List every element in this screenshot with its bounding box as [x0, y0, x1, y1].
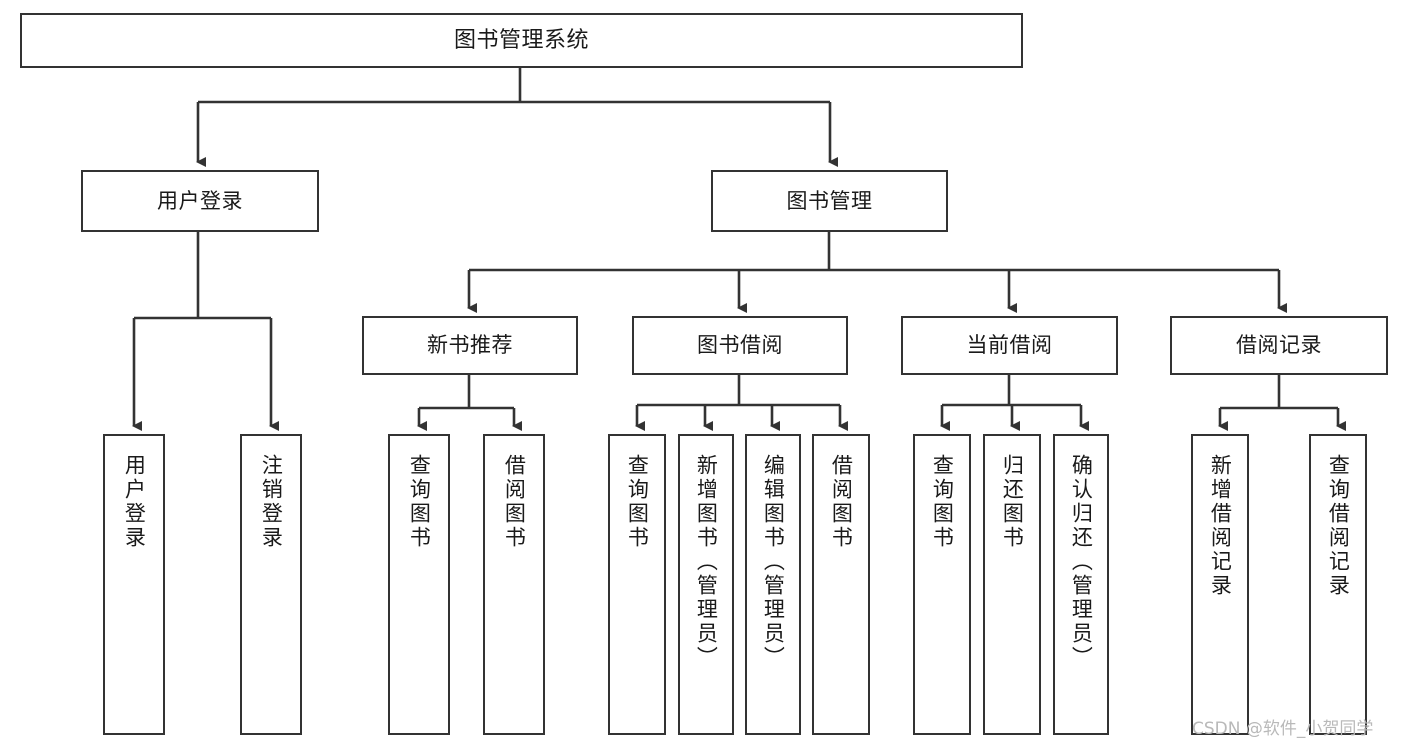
node-label: 查询图书 — [625, 454, 650, 550]
node-label: 查询图书 — [407, 454, 432, 550]
node-label: 当前借阅 — [966, 333, 1053, 358]
leaf-logout[interactable]: 注销登录 — [240, 434, 302, 735]
leaf-add-book-admin[interactable]: 新增图书（管理员） — [678, 434, 734, 735]
node-label: 用户登录 — [122, 454, 147, 550]
csdn-watermark: CSDN @软件_小贺同学 — [1192, 719, 1374, 739]
leaf-query-book-recommend[interactable]: 查询图书 — [388, 434, 450, 735]
leaf-edit-book-admin[interactable]: 编辑图书（管理员） — [745, 434, 801, 735]
node-label: 借阅图书 — [829, 454, 854, 550]
node-label: 图书管理系统 — [453, 27, 589, 53]
leaf-borrow-book-recommend[interactable]: 借阅图书 — [483, 434, 545, 735]
node-label: 注销登录 — [259, 454, 284, 550]
node-label: 新书推荐 — [427, 333, 513, 358]
node-new-book-recommend[interactable]: 新书推荐 — [362, 316, 578, 375]
node-current-borrow[interactable]: 当前借阅 — [901, 316, 1118, 375]
leaf-query-book-current[interactable]: 查询图书 — [913, 434, 971, 735]
leaf-return-book[interactable]: 归还图书 — [983, 434, 1041, 735]
node-label: 确认归还（管理员） — [1069, 454, 1094, 670]
node-user-login[interactable]: 用户登录 — [81, 170, 319, 232]
node-label: 编辑图书（管理员） — [761, 454, 786, 670]
node-label: 用户登录 — [157, 188, 243, 213]
leaf-add-borrow-record[interactable]: 新增借阅记录 — [1191, 434, 1249, 735]
node-label: 借阅图书 — [502, 454, 527, 550]
leaf-query-book-borrow[interactable]: 查询图书 — [608, 434, 666, 735]
node-label: 图书管理 — [786, 188, 873, 213]
node-borrow-record[interactable]: 借阅记录 — [1170, 316, 1388, 375]
leaf-user-login[interactable]: 用户登录 — [103, 434, 165, 735]
node-label: 查询借阅记录 — [1326, 454, 1351, 598]
leaf-borrow-book[interactable]: 借阅图书 — [812, 434, 870, 735]
node-label: 图书借阅 — [697, 333, 783, 358]
leaf-confirm-return-admin[interactable]: 确认归还（管理员） — [1053, 434, 1109, 735]
node-label: 新增借阅记录 — [1208, 454, 1233, 598]
node-label: 新增图书（管理员） — [694, 454, 719, 670]
node-root[interactable]: 图书管理系统 — [20, 13, 1023, 68]
node-book-borrow[interactable]: 图书借阅 — [632, 316, 848, 375]
node-label: 归还图书 — [1000, 454, 1025, 550]
node-label: 查询图书 — [930, 454, 955, 550]
node-book-management[interactable]: 图书管理 — [711, 170, 948, 232]
leaf-query-borrow-record[interactable]: 查询借阅记录 — [1309, 434, 1367, 735]
node-label: 借阅记录 — [1236, 333, 1322, 358]
